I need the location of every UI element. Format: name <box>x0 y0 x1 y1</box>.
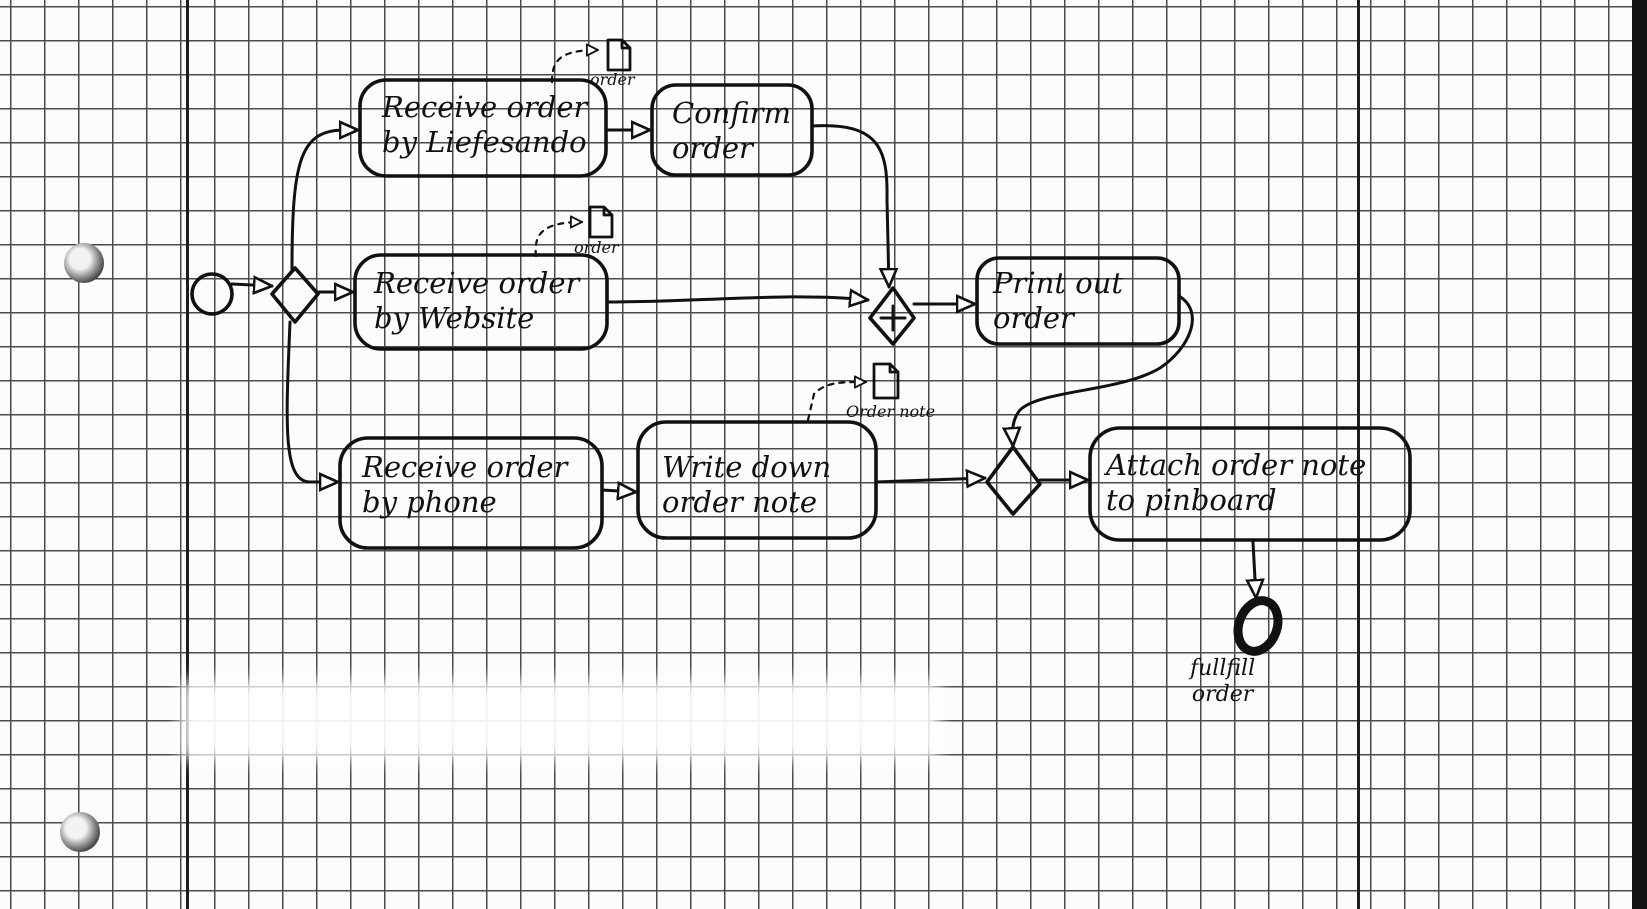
punch-hole-top <box>64 243 104 283</box>
data-object-label: order <box>574 238 619 257</box>
right-margin-line <box>1357 0 1360 909</box>
task-attach-label: Attach order note to pinboard <box>1106 448 1367 517</box>
flow-confirm-parallel <box>810 124 889 289</box>
data-object-label: order <box>590 70 635 89</box>
left-margin-line <box>186 0 189 909</box>
task-write-note-box <box>636 420 878 540</box>
association-liefesando-order <box>550 50 600 84</box>
task-attach-box <box>1088 426 1412 542</box>
punch-hole-bottom <box>60 812 100 852</box>
flow-website-parallel <box>605 297 868 302</box>
flow-to-liefesando <box>290 130 360 272</box>
flow-write-merge <box>874 478 987 482</box>
association-note-order <box>806 382 868 422</box>
task-confirm-label: Confirm order <box>672 96 792 165</box>
parallel-gateway <box>868 286 916 346</box>
order-document-icon <box>588 205 614 239</box>
merge-gateway <box>985 445 1042 516</box>
flow-to-phone <box>285 320 340 482</box>
end-event-label: fullfill order <box>1190 656 1256 708</box>
task-receive-phone-box <box>338 436 604 550</box>
data-object-label: Order note <box>846 402 936 421</box>
flow-print-merge <box>1013 294 1194 446</box>
task-receive-liefesando-box <box>358 78 608 178</box>
order-note-document-icon <box>872 362 900 400</box>
flow-attach-end <box>1253 540 1256 598</box>
start-event <box>190 272 234 316</box>
task-confirm-box <box>650 83 814 177</box>
page-edge <box>1632 0 1647 909</box>
task-receive-liefesando-label: Receive order by Liefesando <box>382 90 588 159</box>
task-print-box <box>975 256 1181 346</box>
plus-icon <box>879 304 907 332</box>
order-document-icon <box>606 38 632 72</box>
end-event <box>1233 596 1283 656</box>
task-receive-website-label: Receive order by Website <box>374 266 580 335</box>
split-gateway <box>270 266 320 324</box>
flow-phone-write <box>600 490 636 492</box>
task-print-label: Print out order <box>993 266 1123 335</box>
erased-area <box>180 680 940 760</box>
task-write-note-label: Write down order note <box>662 450 832 519</box>
task-receive-phone-label: Receive order by phone <box>362 450 568 519</box>
flow-start-split <box>230 284 274 286</box>
association-website-order <box>534 222 584 258</box>
